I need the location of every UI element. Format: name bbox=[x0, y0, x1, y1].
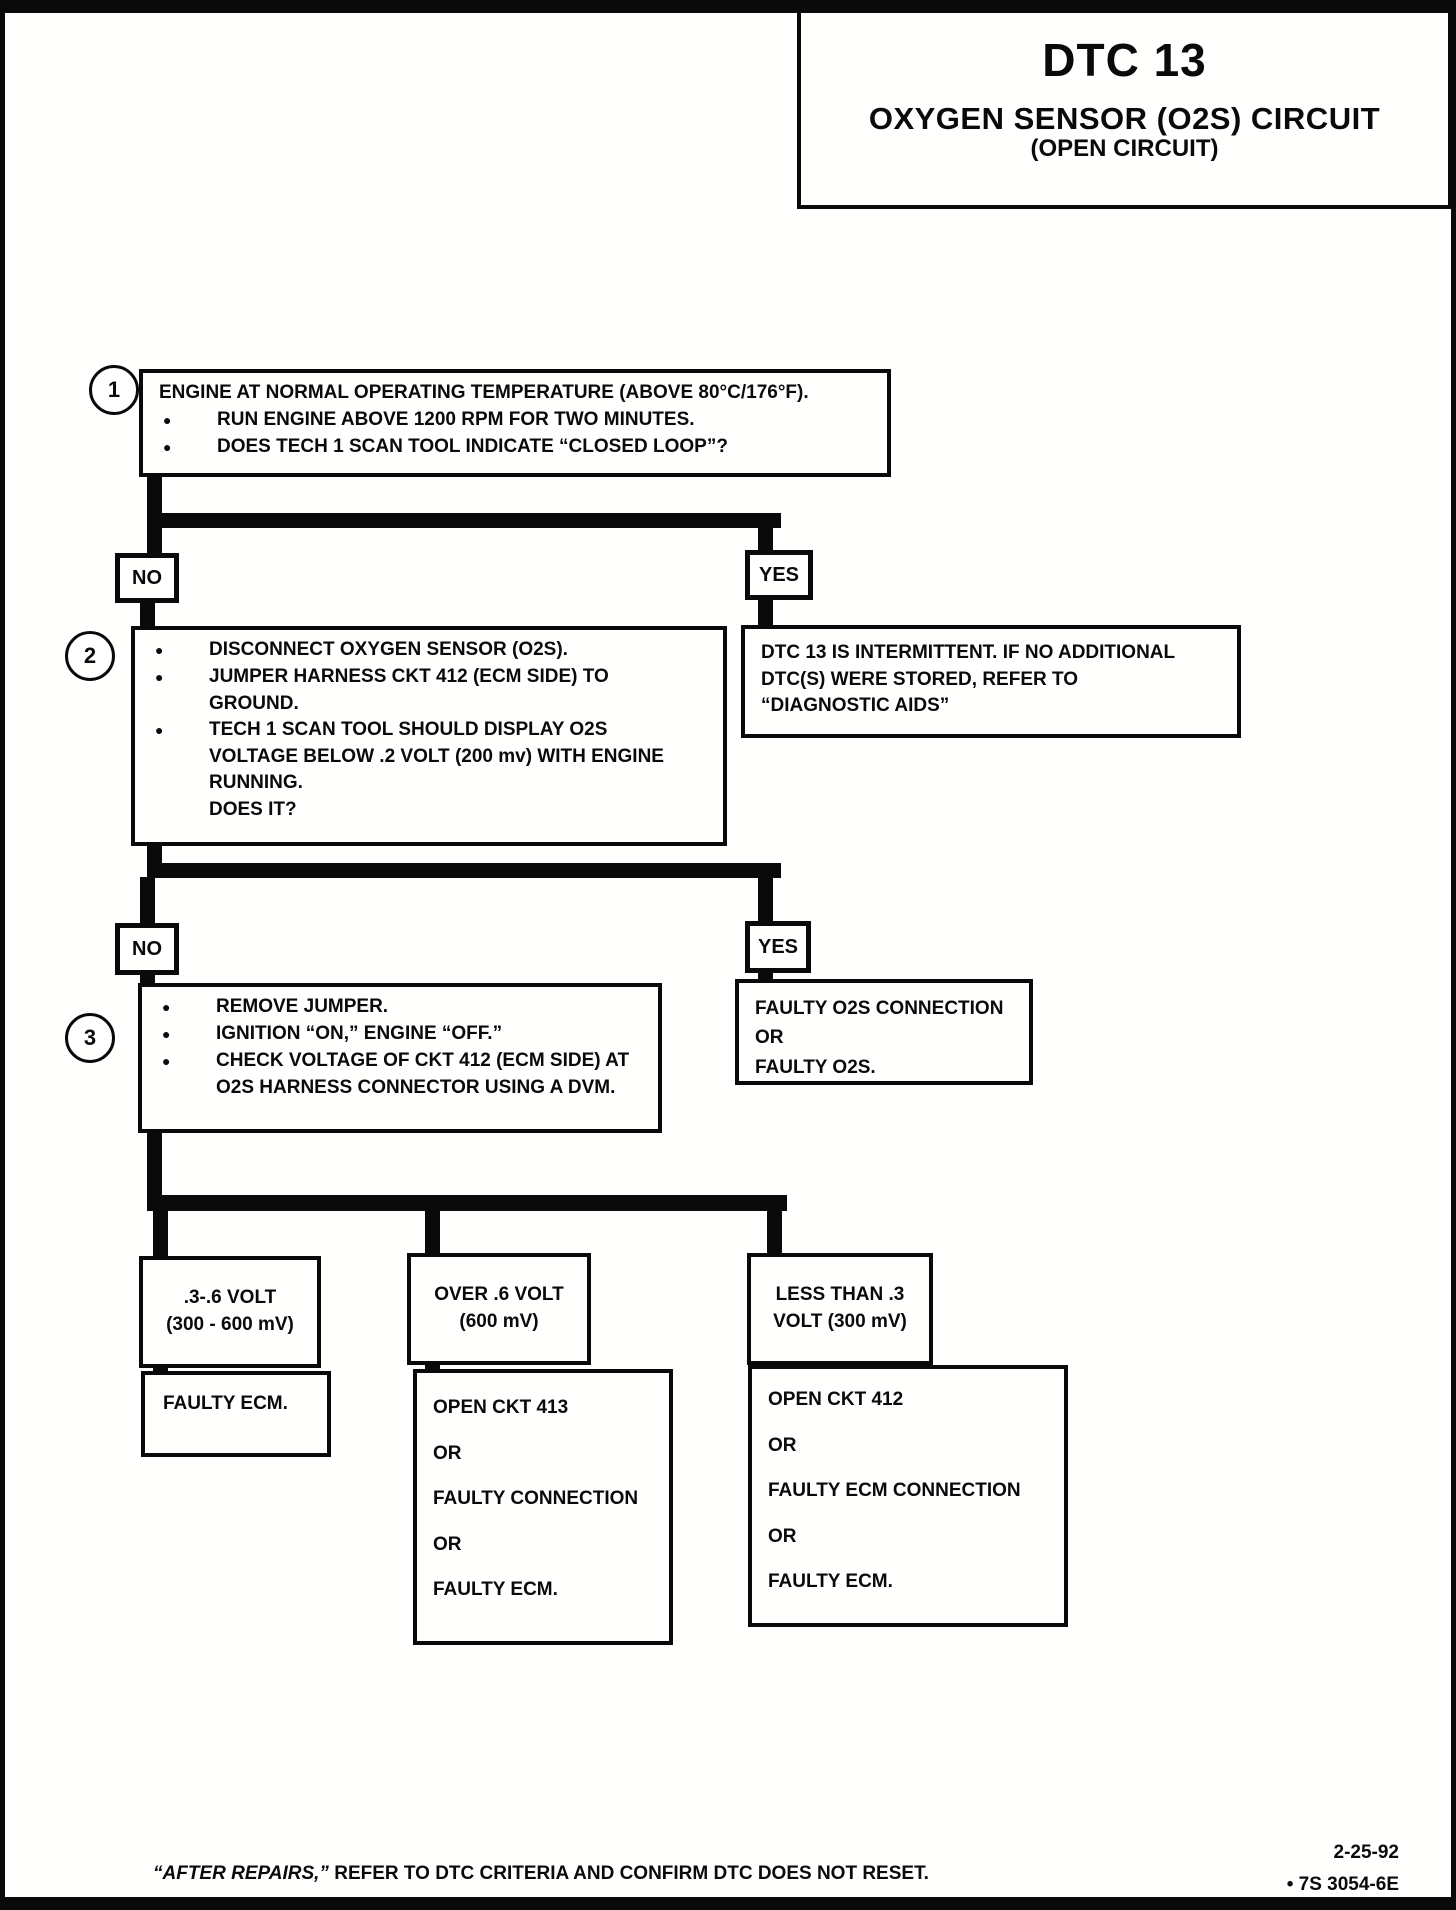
connector bbox=[140, 602, 155, 628]
step1-bullet-1: RUN ENGINE ABOVE 1200 RPM FOR TWO MINUTE… bbox=[217, 408, 695, 430]
condition-box-over-voltage: OVER .6 VOLT (600 mV) bbox=[407, 1253, 591, 1365]
step2-bullet-2: JUMPER HARNESS CKT 412 (ECM SIDE) TO GRO… bbox=[209, 666, 609, 714]
connector bbox=[140, 877, 155, 925]
step1-bullet-row: DOES TECH 1 SCAN TOOL INDICATE “CLOSED L… bbox=[159, 434, 877, 461]
connector bbox=[147, 1131, 162, 1209]
connector bbox=[147, 527, 162, 555]
bullet-icon bbox=[158, 1021, 216, 1048]
title-box: DTC 13 OXYGEN SENSOR (O2S) CIRCUIT (OPEN… bbox=[797, 13, 1451, 209]
after-repairs-note-italic: “AFTER REPAIRS,” bbox=[153, 1863, 329, 1884]
step2-bullet-row: DISCONNECT OXYGEN SENSOR (O2S). bbox=[151, 637, 713, 664]
result-box-faulty-ecm: FAULTY ECM. bbox=[141, 1371, 331, 1457]
result-box-ckt412: OPEN CKT 412 OR FAULTY ECM CONNECTION OR… bbox=[748, 1365, 1068, 1627]
connector bbox=[758, 527, 773, 553]
connector bbox=[147, 1195, 787, 1211]
step2-bullet-3: TECH 1 SCAN TOOL SHOULD DISPLAY O2S VOLT… bbox=[209, 719, 664, 820]
faulty-o2s-result-box: FAULTY O2S CONNECTION OR FAULTY O2S. bbox=[735, 979, 1033, 1085]
connector bbox=[425, 1363, 440, 1373]
step1-intro: ENGINE AT NORMAL OPERATING TEMPERATURE (… bbox=[159, 382, 809, 403]
footer-reference-block: 2-25-92 • 7S 3054-6E bbox=[1286, 1837, 1400, 1897]
yes-label-1: YES bbox=[745, 550, 813, 600]
bullet-icon bbox=[151, 664, 209, 691]
connector bbox=[758, 599, 773, 627]
after-repairs-note: “AFTER REPAIRS,” REFER TO DTC CRITERIA A… bbox=[153, 1863, 929, 1885]
bullet-icon bbox=[158, 1048, 216, 1075]
bullet-icon bbox=[159, 434, 217, 461]
step1-bullet-row: RUN ENGINE ABOVE 1200 RPM FOR TWO MINUTE… bbox=[159, 407, 877, 434]
bullet-icon bbox=[151, 637, 209, 664]
dtc-code: DTC 13 bbox=[1042, 34, 1207, 86]
step2-number: 2 bbox=[83, 643, 97, 668]
document-reference: • 7S 3054-6E bbox=[1286, 1874, 1399, 1896]
step3-number: 3 bbox=[83, 1025, 97, 1050]
step3-bullet-row: IGNITION “ON,” ENGINE “OFF.” bbox=[158, 1021, 648, 1048]
condition-box-under-voltage: LESS THAN .3 VOLT (300 mV) bbox=[747, 1253, 933, 1365]
yes-label-text: YES bbox=[758, 563, 800, 586]
step2-number-circle: 2 bbox=[65, 631, 115, 681]
connector bbox=[425, 1209, 440, 1257]
yes-label-text: YES bbox=[757, 935, 799, 958]
step3-bullet-3: CHECK VOLTAGE OF CKT 412 (ECM SIDE) AT O… bbox=[216, 1050, 630, 1098]
connector bbox=[147, 513, 781, 528]
step3-number-circle: 3 bbox=[65, 1013, 115, 1063]
step2-bullet-row: TECH 1 SCAN TOOL SHOULD DISPLAY O2S VOLT… bbox=[151, 717, 713, 823]
condition-box-mid-voltage: .3-.6 VOLT (300 - 600 mV) bbox=[139, 1256, 321, 1368]
connector bbox=[758, 877, 773, 923]
step2-bullet-row: JUMPER HARNESS CKT 412 (ECM SIDE) TO GRO… bbox=[151, 664, 713, 717]
result-box-ckt413: OPEN CKT 413 OR FAULTY CONNECTION OR FAU… bbox=[413, 1369, 673, 1645]
step1-bullet-2: DOES TECH 1 SCAN TOOL INDICATE “CLOSED L… bbox=[217, 435, 728, 457]
bullet-icon bbox=[158, 994, 216, 1021]
no-label-text: NO bbox=[132, 937, 162, 960]
bullet-icon bbox=[159, 407, 217, 434]
intermittent-result-box: DTC 13 IS INTERMITTENT. IF NO ADDITIONAL… bbox=[741, 625, 1241, 738]
no-label-1: NO bbox=[115, 553, 179, 603]
step3-box: REMOVE JUMPER. IGNITION “ON,” ENGINE “OF… bbox=[138, 983, 662, 1133]
no-label-2: NO bbox=[115, 923, 179, 975]
page-subtitle: (OPEN CIRCUIT) bbox=[1030, 135, 1219, 162]
after-repairs-note-rest: REFER TO DTC CRITERIA AND CONFIRM DTC DO… bbox=[328, 1863, 929, 1884]
step2-bullet-1: DISCONNECT OXYGEN SENSOR (O2S). bbox=[209, 639, 568, 660]
page-title: OXYGEN SENSOR (O2S) CIRCUIT bbox=[868, 101, 1381, 136]
step3-bullet-row: REMOVE JUMPER. bbox=[158, 994, 648, 1021]
step3-bullet-2: IGNITION “ON,” ENGINE “OFF.” bbox=[216, 1023, 503, 1044]
connector bbox=[767, 1209, 782, 1257]
step1-box: ENGINE AT NORMAL OPERATING TEMPERATURE (… bbox=[139, 369, 891, 477]
step3-bullet-row: CHECK VOLTAGE OF CKT 412 (ECM SIDE) AT O… bbox=[158, 1048, 648, 1101]
yes-label-2: YES bbox=[745, 921, 811, 973]
connector bbox=[153, 1365, 168, 1375]
revision-date: 2-25-92 bbox=[1333, 1842, 1400, 1863]
connector bbox=[147, 863, 781, 878]
step3-bullet-1: REMOVE JUMPER. bbox=[216, 996, 389, 1017]
connector bbox=[147, 475, 162, 523]
step2-box: DISCONNECT OXYGEN SENSOR (O2S). JUMPER H… bbox=[131, 626, 727, 846]
step1-number-circle: 1 bbox=[89, 365, 139, 415]
step1-number: 1 bbox=[107, 377, 121, 402]
connector bbox=[153, 1209, 168, 1259]
bullet-icon bbox=[151, 717, 209, 744]
no-label-text: NO bbox=[132, 566, 162, 589]
